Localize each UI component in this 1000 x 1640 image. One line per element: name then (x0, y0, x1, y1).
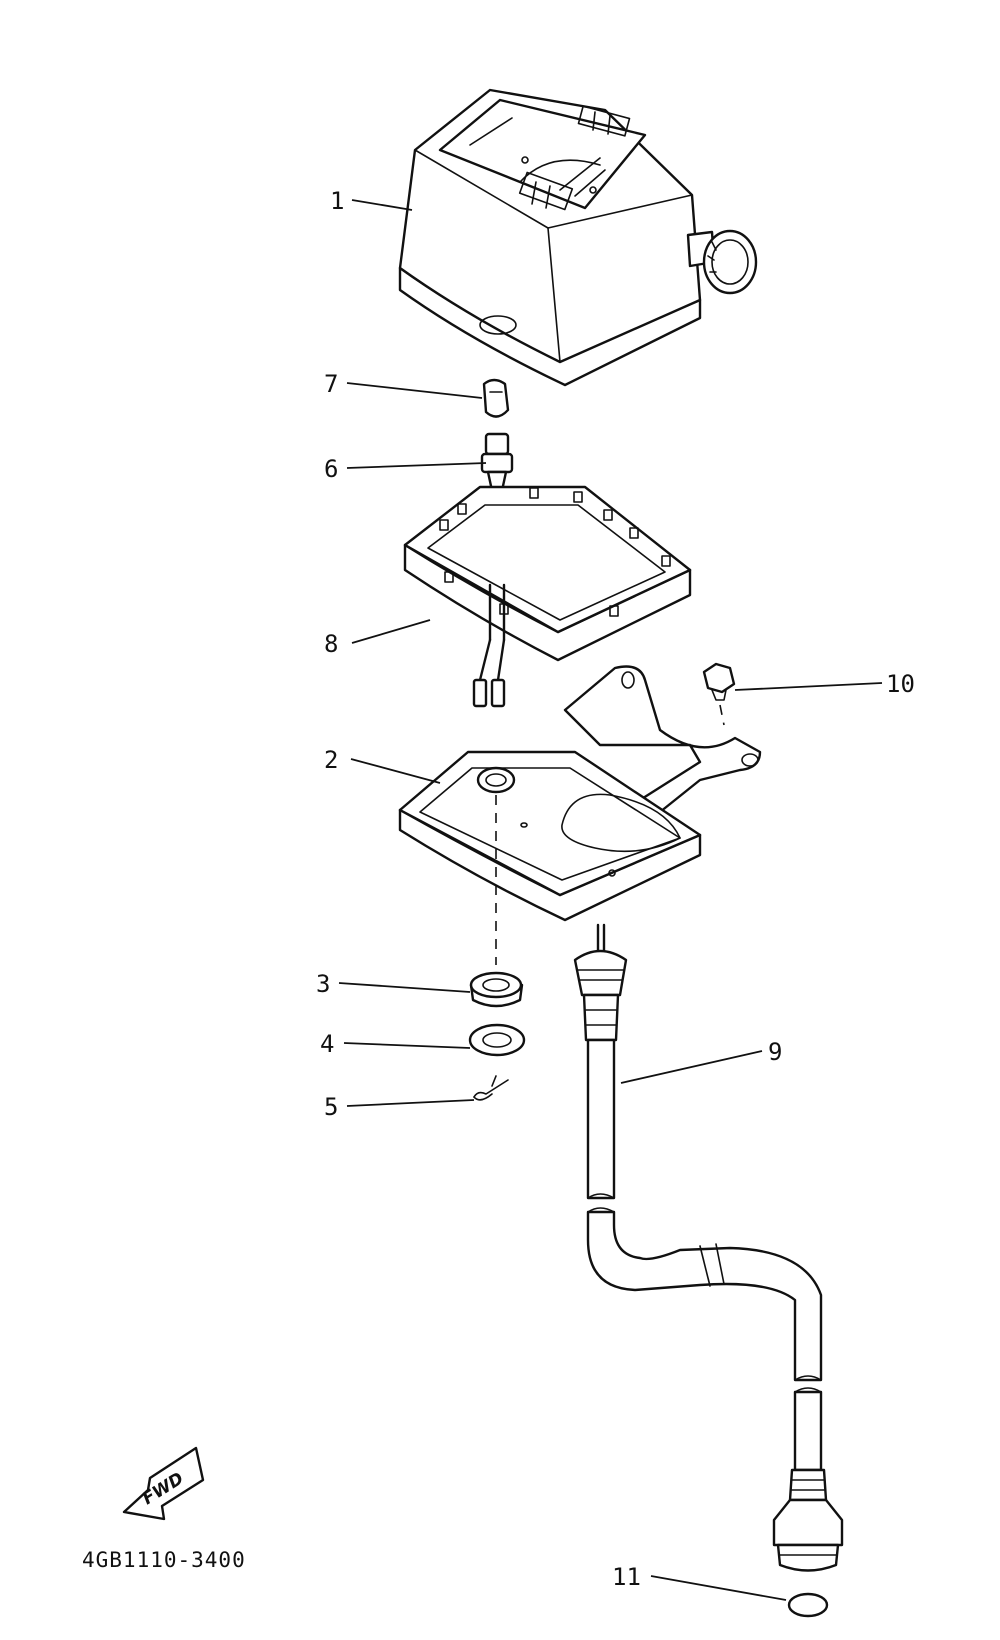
meter-bracket (398, 665, 762, 922)
callout-2: 2 (324, 746, 338, 774)
clip (473, 1075, 509, 1101)
o-ring (787, 1592, 829, 1618)
callout-4: 4 (320, 1030, 334, 1058)
callout-11: 11 (612, 1563, 641, 1591)
grommet (469, 971, 524, 1008)
callout-7: 7 (324, 370, 338, 398)
callout-8: 8 (324, 630, 338, 658)
diagram-part-code: 4GB1110-3400 (82, 1548, 246, 1572)
callout-labels: 1 7 6 8 2 3 4 5 9 10 11 (316, 187, 915, 1591)
meter-assembly (398, 88, 758, 387)
mounting-bolt (702, 662, 736, 726)
speedometer-cable (573, 923, 844, 1572)
callout-1: 1 (330, 187, 344, 215)
leader-lines (338, 199, 883, 1601)
meter-gasket (403, 485, 692, 708)
callout-10: 10 (886, 670, 915, 698)
callout-5: 5 (324, 1093, 338, 1121)
washer (468, 1023, 526, 1057)
forward-arrow: FWD (122, 1446, 205, 1521)
callout-3: 3 (316, 970, 330, 998)
callout-6: 6 (324, 455, 338, 483)
indicator-bulb (482, 378, 510, 418)
callout-9: 9 (768, 1038, 782, 1066)
